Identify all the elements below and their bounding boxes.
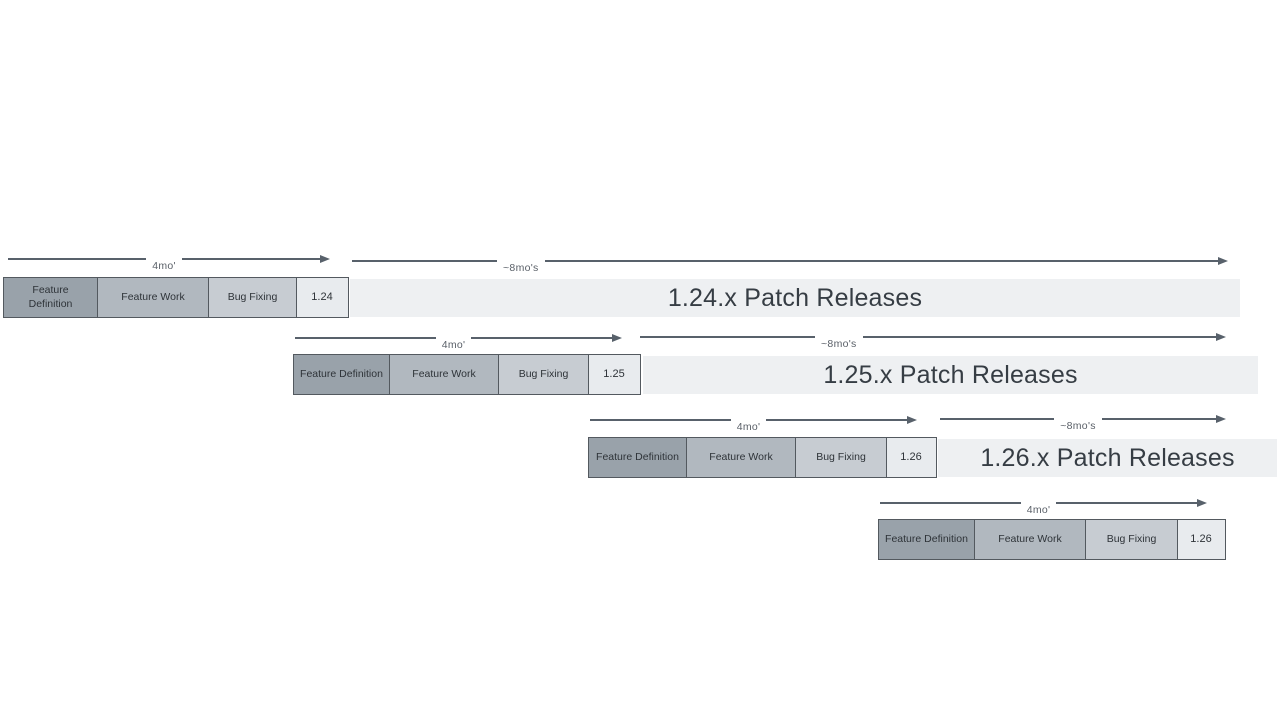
cycle-arrow-1-26: 4mo' — [590, 412, 918, 436]
arrowhead-right-icon — [907, 415, 918, 424]
patch-duration-label: ~8mo's — [821, 338, 857, 350]
arrow-line — [1101, 418, 1216, 420]
cycle-duration-label: 4mo' — [736, 421, 761, 433]
cycle-duration-label: 4mo' — [152, 260, 176, 272]
patch-arrow-1-26: ~8mo's — [940, 411, 1226, 435]
release-cycle-1-25: Feature Definition Feature Work Bug Fixi… — [293, 354, 641, 395]
phase-feature-definition: Feature Definition — [878, 519, 975, 560]
phase-feature-definition: Feature Definition — [3, 277, 98, 318]
arrowhead-right-icon — [1197, 498, 1208, 507]
arrow-line — [544, 260, 1218, 262]
arrow-line — [1056, 502, 1198, 504]
patch-arrow-1-25: ~8mo's — [640, 329, 1226, 353]
phase-feature-work: Feature Work — [96, 277, 210, 318]
arrow-line — [640, 336, 815, 338]
patch-releases-bar-1-26: 1.26.x Patch Releases — [938, 439, 1277, 477]
arrow-line — [766, 419, 908, 421]
arrow-line — [940, 418, 1055, 420]
version-box: 1.26 — [885, 437, 937, 478]
arrowhead-right-icon — [1216, 414, 1226, 423]
patch-duration-label: ~8mo's — [1060, 420, 1096, 432]
phase-feature-work: Feature Work — [388, 354, 500, 395]
phase-bug-fixing: Bug Fixing — [498, 354, 589, 395]
patch-releases-bar-1-24: 1.24.x Patch Releases — [350, 279, 1240, 317]
version-box: 1.26 — [1176, 519, 1226, 560]
arrow-line — [590, 419, 731, 421]
cycle-arrow-next: 4mo' — [880, 495, 1208, 519]
patch-arrow-1-24: ~8mo's — [352, 253, 1228, 277]
phase-bug-fixing: Bug Fixing — [208, 277, 297, 318]
cycle-arrow-1-25: 4mo' — [295, 330, 623, 354]
arrowhead-right-icon — [612, 333, 623, 342]
phase-feature-work: Feature Work — [973, 519, 1087, 560]
arrow-line — [352, 260, 497, 262]
arrow-line — [471, 337, 613, 339]
phase-bug-fixing: Bug Fixing — [1085, 519, 1178, 560]
phase-feature-work: Feature Work — [685, 437, 797, 478]
arrowhead-right-icon — [1216, 332, 1226, 341]
release-cycle-next: Feature Definition Feature Work Bug Fixi… — [878, 519, 1226, 560]
release-cycle-1-24: Feature Definition Feature Work Bug Fixi… — [3, 277, 349, 318]
arrow-line — [295, 337, 436, 339]
arrowhead-right-icon — [1218, 256, 1228, 265]
patch-duration-label: ~8mo's — [503, 262, 539, 274]
phase-bug-fixing: Bug Fixing — [795, 437, 887, 478]
cycle-duration-label: 4mo' — [1026, 504, 1051, 516]
arrow-line — [880, 502, 1021, 504]
release-cycle-1-26: Feature Definition Feature Work Bug Fixi… — [588, 437, 937, 478]
phase-feature-definition: Feature Definition — [293, 354, 390, 395]
cycle-duration-label: 4mo' — [441, 339, 466, 351]
patch-releases-bar-1-25: 1.25.x Patch Releases — [643, 356, 1258, 394]
cycle-arrow-1-24: 4mo' — [8, 251, 331, 275]
version-box: 1.24 — [295, 277, 349, 318]
arrow-line — [181, 258, 321, 260]
phase-feature-definition: Feature Definition — [588, 437, 687, 478]
arrow-line — [8, 258, 147, 260]
arrowhead-right-icon — [320, 254, 331, 263]
version-box: 1.25 — [587, 354, 641, 395]
arrow-line — [862, 336, 1216, 338]
